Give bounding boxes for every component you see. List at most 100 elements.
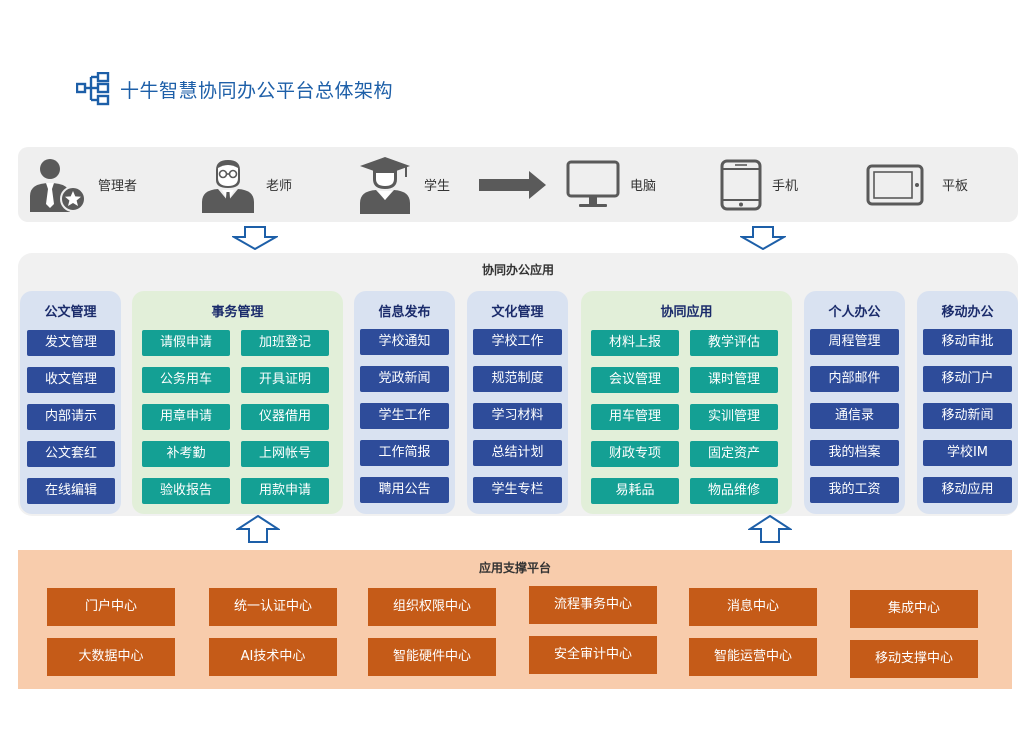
app-button[interactable]: 内部请示 (27, 404, 115, 430)
org-structure-icon (76, 72, 110, 106)
user-terminal-bar: 管理者 老师 学生 (18, 147, 1018, 222)
support-button[interactable]: 智能运营中心 (689, 638, 817, 676)
app-button[interactable]: 加班登记 (241, 330, 329, 356)
app-button[interactable]: 用款申请 (241, 478, 329, 504)
app-button[interactable]: 发文管理 (27, 330, 115, 356)
app-button[interactable]: 学习材料 (473, 403, 562, 429)
app-button[interactable]: 材料上报 (591, 330, 679, 356)
app-button[interactable]: 学校IM (923, 440, 1012, 466)
column-title: 信息发布 (378, 305, 431, 320)
support-button[interactable]: 移动支撑中心 (850, 640, 978, 678)
app-button[interactable]: 移动新闻 (923, 403, 1012, 429)
app-button[interactable]: 收文管理 (27, 367, 115, 393)
app-button[interactable]: 固定资产 (690, 441, 778, 467)
app-button[interactable]: 内部邮件 (810, 366, 899, 392)
device-label: 电脑 (630, 179, 657, 194)
user-label: 学生 (424, 179, 451, 194)
app-button[interactable]: 补考勤 (142, 441, 230, 467)
app-button[interactable]: 工作简报 (360, 440, 449, 466)
column-title: 文化管理 (491, 305, 544, 320)
app-button[interactable]: 我的档案 (810, 440, 899, 466)
app-button[interactable]: 学生专栏 (473, 477, 562, 503)
app-button[interactable]: 仪器借用 (241, 404, 329, 430)
device-label: 手机 (772, 179, 799, 194)
app-button[interactable]: 学校工作 (473, 329, 562, 355)
app-button[interactable]: 规范制度 (473, 366, 562, 392)
user-label: 老师 (266, 179, 293, 194)
column-personal-office: 个人办公 周程管理 内部邮件 通信录 我的档案 我的工资 (804, 291, 905, 514)
app-button[interactable]: 用车管理 (591, 404, 679, 430)
app-button[interactable]: 在线编辑 (27, 478, 115, 504)
app-button[interactable]: 聘用公告 (360, 477, 449, 503)
app-button[interactable]: 通信录 (810, 403, 899, 429)
user-teacher: 老师 (200, 147, 292, 222)
computer-icon (566, 160, 620, 207)
down-arrow-icon (232, 226, 278, 250)
device-computer: 电脑 (566, 147, 656, 222)
tablet-icon (866, 164, 924, 205)
app-button[interactable]: 移动审批 (923, 329, 1012, 355)
column-title: 协同应用 (660, 305, 713, 320)
device-tablet: 平板 (866, 147, 968, 222)
app-button[interactable]: 易耗品 (591, 478, 679, 504)
section-title: 协同办公应用 (481, 263, 554, 277)
app-button[interactable]: 周程管理 (810, 329, 899, 355)
device-phone: 手机 (720, 147, 798, 222)
support-button[interactable]: 门户中心 (47, 588, 175, 626)
column-affairs-management: 事务管理 请假申请 加班登记 公务用车 开具证明 用章申请 仪器借用 补考勤 上… (132, 291, 343, 514)
app-button[interactable]: 教学评估 (690, 330, 778, 356)
admin-icon (30, 158, 86, 212)
column-information-release: 信息发布 学校通知 党政新闻 学生工作 工作简报 聘用公告 (354, 291, 455, 514)
right-arrow-icon (479, 171, 546, 199)
support-button[interactable]: 统一认证中心 (209, 588, 337, 626)
app-button[interactable]: 用章申请 (142, 404, 230, 430)
support-button[interactable]: AI技术中心 (209, 638, 337, 676)
support-button[interactable]: 智能硬件中心 (368, 638, 496, 676)
student-icon (360, 156, 410, 214)
app-button[interactable]: 上网帐号 (241, 441, 329, 467)
down-arrow-icon (740, 226, 786, 250)
support-button[interactable]: 组织权限中心 (368, 588, 496, 626)
user-student: 学生 (356, 147, 450, 222)
column-title: 个人办公 (828, 305, 881, 320)
up-arrow-icon (748, 515, 792, 543)
app-button[interactable]: 党政新闻 (360, 366, 449, 392)
app-button[interactable]: 我的工资 (810, 477, 899, 503)
column-mobile-office: 移动办公 移动审批 移动门户 移动新闻 学校IM 移动应用 (917, 291, 1018, 514)
up-arrow-icon (236, 515, 280, 543)
user-admin: 管理者 (26, 147, 137, 222)
support-platform-section: 应用支撑平台 门户中心 统一认证中心 组织权限中心 流程事务中心 消息中心 集成… (18, 550, 1012, 689)
app-button[interactable]: 开具证明 (241, 367, 329, 393)
app-button[interactable]: 财政专项 (591, 441, 679, 467)
column-culture-management: 文化管理 学校工作 规范制度 学习材料 总结计划 学生专栏 (467, 291, 568, 514)
app-button[interactable]: 请假申请 (142, 330, 230, 356)
app-button[interactable]: 公文套红 (27, 441, 115, 467)
page-title: 十牛智慧协同办公平台总体架构 (120, 79, 394, 102)
support-button[interactable]: 大数据中心 (47, 638, 175, 676)
support-button[interactable]: 集成中心 (850, 590, 978, 628)
page-header: 十牛智慧协同办公平台总体架构 (76, 72, 393, 106)
device-label: 平板 (942, 179, 969, 194)
app-button[interactable]: 总结计划 (473, 440, 562, 466)
app-button[interactable]: 公务用车 (142, 367, 230, 393)
app-button[interactable]: 移动应用 (923, 477, 1012, 503)
collaboration-apps-section: 协同办公应用 公文管理 发文管理 收文管理 内部请示 公文套红 在线编辑 事务管… (18, 253, 1018, 516)
user-label: 管理者 (98, 179, 138, 194)
app-button[interactable]: 验收报告 (142, 478, 230, 504)
app-button[interactable]: 学生工作 (360, 403, 449, 429)
app-button[interactable]: 实训管理 (690, 404, 778, 430)
column-title: 移动办公 (941, 305, 994, 320)
teacher-icon (202, 159, 254, 213)
app-button[interactable]: 学校通知 (360, 329, 449, 355)
column-title: 事务管理 (211, 305, 264, 320)
support-button[interactable]: 流程事务中心 (529, 586, 657, 624)
app-button[interactable]: 课时管理 (690, 367, 778, 393)
column-title: 公文管理 (44, 305, 97, 320)
support-button[interactable]: 消息中心 (689, 588, 817, 626)
column-collaboration-apps: 协同应用 材料上报 教学评估 会议管理 课时管理 用车管理 实训管理 财政专项 … (581, 291, 792, 514)
app-button[interactable]: 物品维修 (690, 478, 778, 504)
app-button[interactable]: 移动门户 (923, 366, 1012, 392)
app-button[interactable]: 会议管理 (591, 367, 679, 393)
phone-icon (720, 159, 762, 210)
support-button[interactable]: 安全审计中心 (529, 636, 657, 674)
